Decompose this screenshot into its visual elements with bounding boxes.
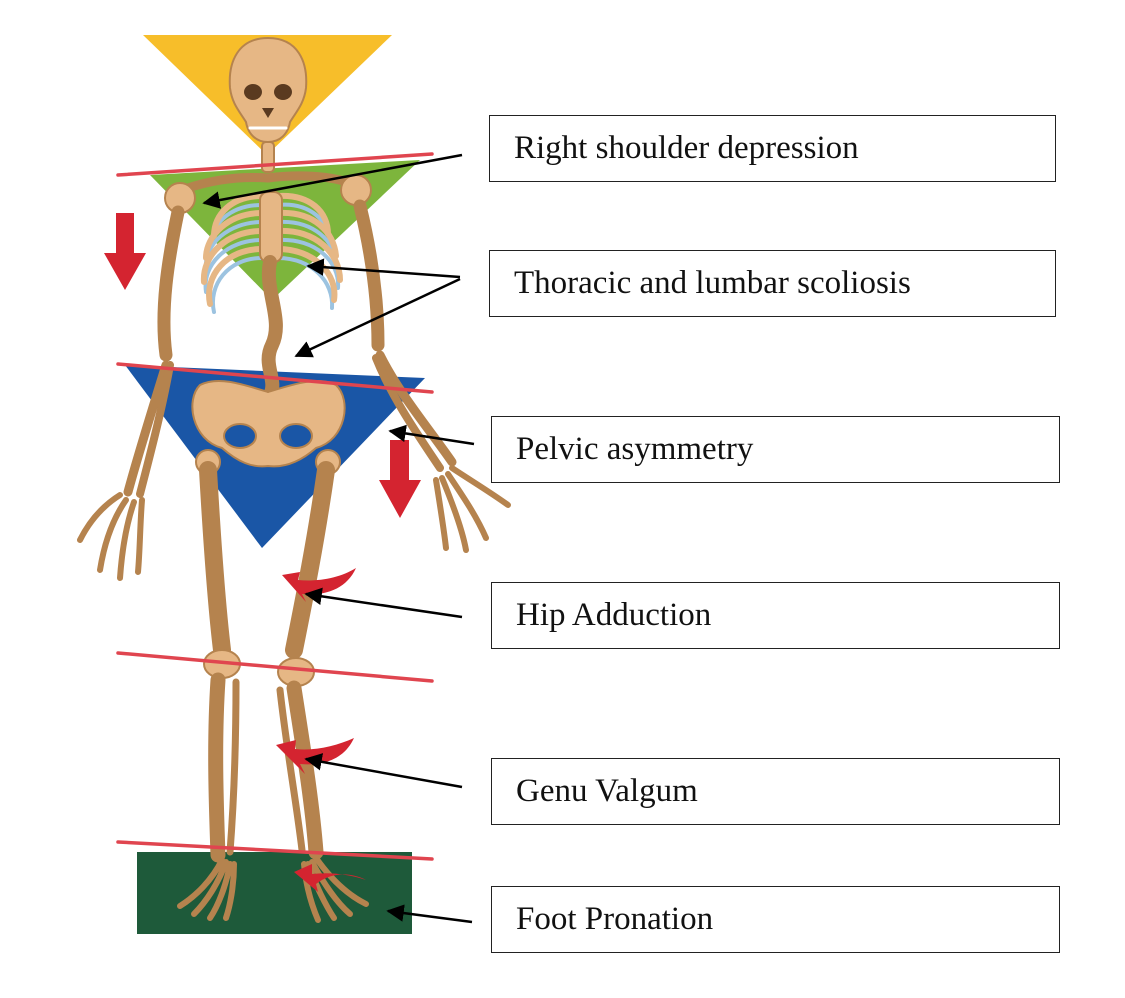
foot-base (137, 852, 412, 934)
pointer-shoulder (202, 153, 463, 209)
pointer-foot (386, 904, 473, 924)
skeleton (77, 37, 511, 923)
pelvis-down-arrow (379, 440, 421, 518)
pointer-genu (304, 753, 463, 789)
label-genu-valgum: Genu Valgum (491, 758, 1060, 825)
pointer-thoracic (306, 258, 461, 279)
label-right-shoulder-depression: Right shoulder depression (489, 115, 1056, 182)
shoulder-down-arrow (104, 213, 146, 290)
shoulder-line (116, 152, 434, 177)
label-thoracic-lumbar-scoliosis: Thoracic and lumbar scoliosis (489, 250, 1056, 317)
hip-rotation-arrow (282, 568, 356, 602)
pelvis-line (116, 362, 434, 394)
alignment-lines (116, 152, 434, 861)
pointer-pelvic (388, 424, 475, 446)
foot-rotation-arrow (294, 864, 366, 892)
pointer-lumbar (294, 277, 461, 358)
pointer-hip (304, 587, 463, 619)
label-hip-adduction: Hip Adduction (491, 582, 1060, 649)
pointer-arrows (202, 153, 475, 924)
knee-line (116, 651, 434, 683)
ankle-line (116, 840, 434, 861)
label-pelvic-asymmetry: Pelvic asymmetry (491, 416, 1060, 483)
label-foot-pronation: Foot Pronation (491, 886, 1060, 953)
